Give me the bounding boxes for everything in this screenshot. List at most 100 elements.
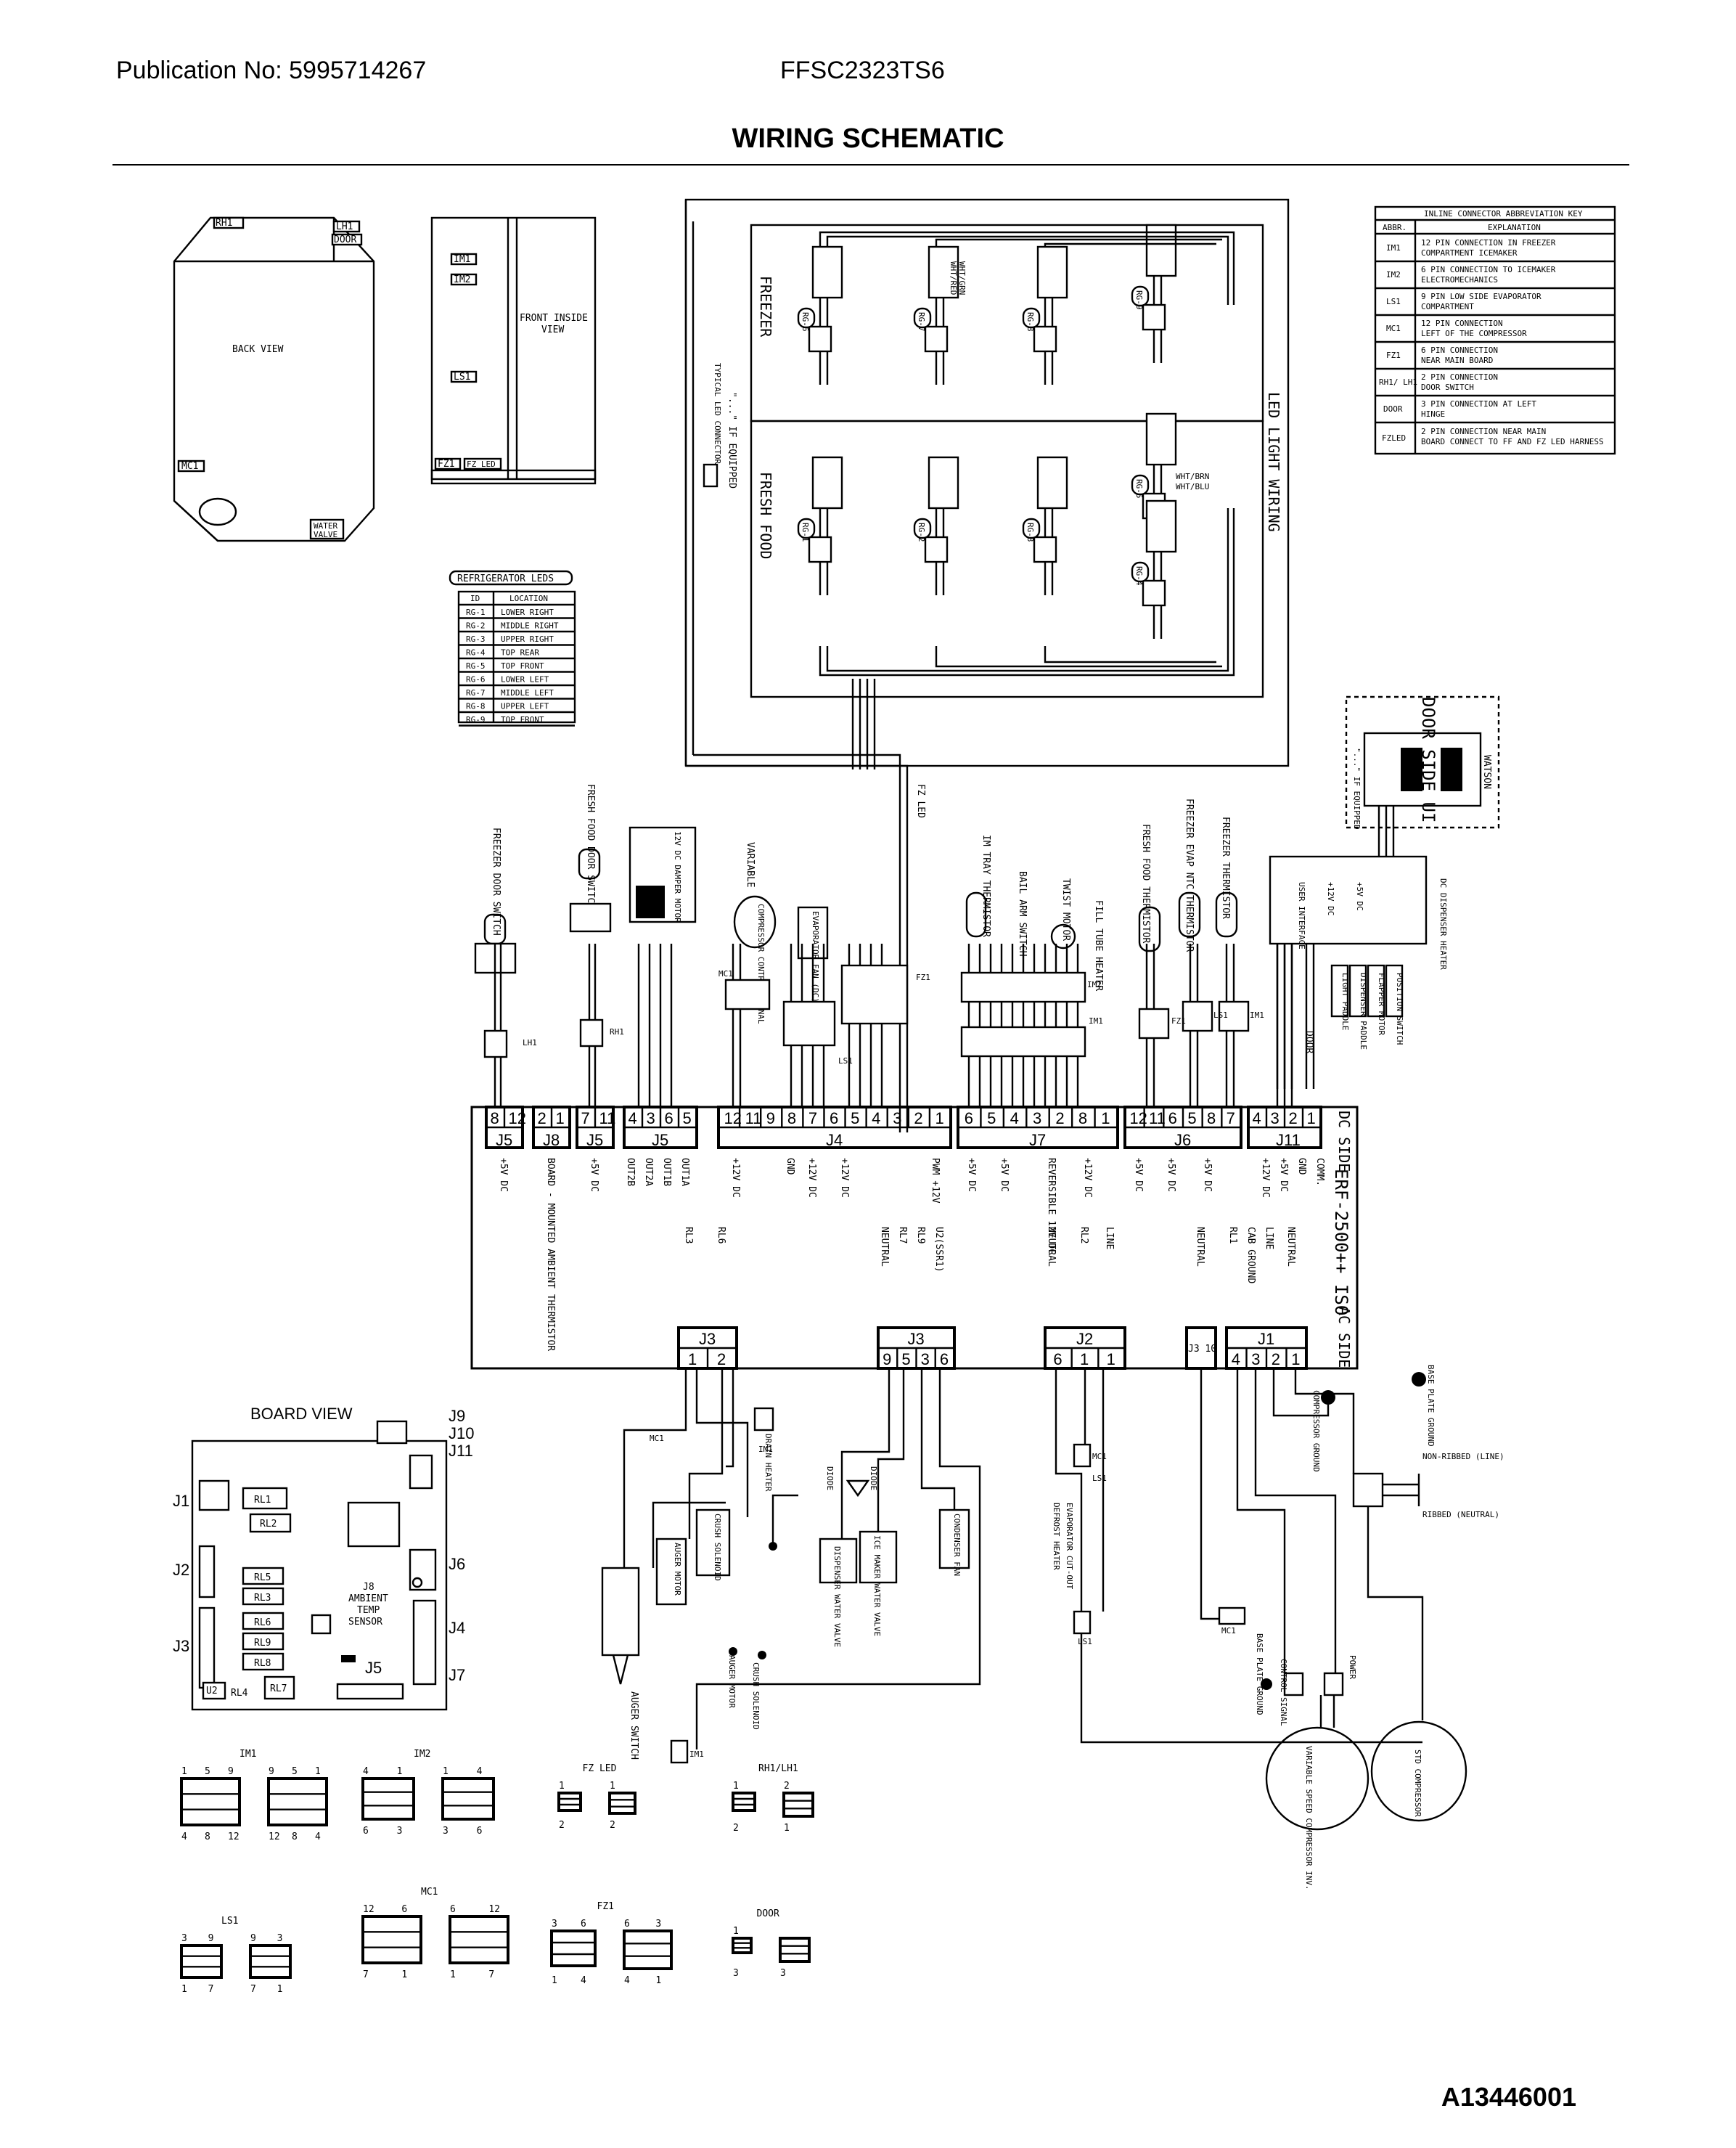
control-signal-label: CONTROL SIGNAL bbox=[1279, 1659, 1288, 1726]
inline-connector-lh1: LH1 bbox=[523, 1038, 537, 1048]
legend-pin-bottom: 7 bbox=[363, 1969, 369, 1980]
bail-arm-switch-label: BAIL ARM SWITCH bbox=[1017, 871, 1028, 956]
board-pin-label: OUT1A bbox=[679, 1158, 690, 1186]
board-name: ERF-2500++ ISO bbox=[1331, 1169, 1351, 1315]
board-pin: 3 bbox=[893, 1109, 901, 1127]
dc-dispenser-heater-label: DC DISPENSER HEATER bbox=[1438, 878, 1448, 970]
publication-number: Publication No: 5995714267 bbox=[116, 57, 427, 84]
legend-pin-bottom: 4 bbox=[581, 1975, 586, 1986]
typical-led-connector-note: TYPICAL LED CONNECTOR bbox=[713, 363, 722, 464]
legend-pin-top: 1 bbox=[315, 1766, 321, 1777]
auger-motor-note: AUGER MOTOR bbox=[727, 1655, 737, 1708]
board-ac-label: RL3 bbox=[683, 1227, 694, 1244]
board-header-j7: J7 bbox=[1029, 1131, 1046, 1149]
board-pin: 2 bbox=[538, 1109, 546, 1127]
bv-jack-j10: J10 bbox=[449, 1424, 474, 1442]
legend-pin-bottom: 7 bbox=[250, 1984, 256, 1995]
legend-pin-bottom: 12 bbox=[269, 1831, 280, 1842]
board-pin-label: OUT2B bbox=[625, 1158, 636, 1186]
led-row-id: RG-9 bbox=[466, 715, 486, 724]
legend-pin-bottom: 8 bbox=[205, 1831, 210, 1842]
freezer-thermistor-label: FREEZER THERMISTOR bbox=[1220, 817, 1231, 919]
board-header-j5b: J5 bbox=[586, 1131, 603, 1149]
bv-relay-rl1: RL1 bbox=[254, 1495, 271, 1506]
variable-speed-label: VARIABLE bbox=[745, 842, 756, 888]
led-row-id: RG-5 bbox=[466, 661, 486, 671]
board-ac-label: CAB GROUND bbox=[1245, 1227, 1256, 1283]
board-pin-label: +5V DC bbox=[498, 1158, 509, 1192]
top-components: FREEZER DOOR SWITCH FRESH FOOD DOOR SWIT… bbox=[474, 784, 1293, 1107]
legend-pin-top: 3 bbox=[655, 1919, 661, 1929]
board-pin: 4 bbox=[872, 1109, 880, 1127]
board-pin: 8 bbox=[1078, 1109, 1087, 1127]
board-pin: 4 bbox=[1010, 1109, 1019, 1127]
ui-label-light-paddle: LIGHT PADDLE bbox=[1340, 973, 1350, 1030]
board-ac-label: RL9 bbox=[915, 1227, 926, 1244]
board-pin: 3 bbox=[1271, 1109, 1280, 1127]
board-pin: 4 bbox=[1232, 1350, 1240, 1368]
legend-pin-top: 3 bbox=[552, 1919, 557, 1929]
bv-jack-j9: J9 bbox=[449, 1407, 465, 1425]
fill-tube-heater-label: FILL TUBE HEATER bbox=[1093, 900, 1104, 991]
abbrev-expl: 12 PIN CONNECTION IN FREEZER bbox=[1421, 238, 1556, 248]
led-row-id: RG-4 bbox=[466, 648, 486, 658]
bv-jack-j5: J5 bbox=[365, 1659, 382, 1677]
abbreviation-key-table: INLINE CONNECTOR ABBREVIATION KEY ABBR. … bbox=[1374, 205, 1616, 455]
bv-jack-j7: J7 bbox=[449, 1666, 465, 1684]
legend-connector-name: RH1/LH1 bbox=[758, 1763, 798, 1774]
board-pin: 5 bbox=[987, 1109, 996, 1127]
ui-label-5v: +5V DC bbox=[1355, 882, 1364, 911]
board-pin-label: +12V DC bbox=[730, 1158, 741, 1198]
inline-connector-im2: IM2 bbox=[1087, 980, 1102, 989]
board-pin: 5 bbox=[683, 1109, 692, 1127]
front-inside-view: IM1 IM2 LS1 FZ1 FZ LED FRONT INSIDE VIEW bbox=[430, 216, 597, 485]
led-row-location: UPPER LEFT bbox=[501, 702, 549, 711]
led-row-location: TOP FRONT bbox=[501, 661, 544, 671]
legend-pin-bottom: 3 bbox=[397, 1826, 403, 1837]
legend-connector-name: DOOR bbox=[757, 1908, 779, 1919]
ac-components: AUGER SWITCH AUGER MOTOR CRUSH SOLENOID … bbox=[601, 1365, 1504, 1890]
non-ribbed-label: NON-RIBBED (LINE) bbox=[1422, 1452, 1504, 1461]
crush-solenoid-note: CRUSH SOLENOID bbox=[751, 1662, 761, 1730]
abbrev-expl: 2 PIN CONNECTION bbox=[1421, 372, 1498, 382]
led-row-location: TOP REAR bbox=[501, 648, 539, 658]
legend-connector-name: FZ LED bbox=[583, 1763, 617, 1774]
board-pin-label: COMM. bbox=[1314, 1158, 1325, 1186]
legend-pin-top: 6 bbox=[581, 1919, 586, 1929]
board-pin: 4 bbox=[1253, 1109, 1261, 1127]
fresh-food-thermistor-label: FRESH FOOD THERMISTOR bbox=[1140, 824, 1151, 944]
board-pin: 1 bbox=[688, 1350, 697, 1368]
twist-motor-label: TWIST MOTOR bbox=[1060, 878, 1071, 941]
led-row-id: RG-2 bbox=[466, 621, 486, 631]
led-symbol-label: RG-7 bbox=[917, 312, 926, 332]
led-row-id: RG-7 bbox=[466, 688, 486, 698]
board-header-j1: J1 bbox=[1258, 1330, 1274, 1348]
legend-pin-top: 3 bbox=[277, 1933, 283, 1944]
drain-heater-label: DRAIN HEATER bbox=[763, 1434, 773, 1492]
legend-pin-top: 4 bbox=[477, 1766, 483, 1777]
abbrev-expl: ELECTROMECHANICS bbox=[1421, 275, 1498, 285]
ac-inline-im1: IM1 bbox=[689, 1749, 704, 1759]
led-row-location: UPPER RIGHT bbox=[501, 634, 554, 644]
abbrev-expl: COMPARTMENT bbox=[1421, 302, 1474, 311]
board-pin-label: +5V DC bbox=[966, 1158, 977, 1192]
board-ac-label: NEUTRAL bbox=[1046, 1227, 1057, 1267]
led-row-id: RG-1 bbox=[466, 608, 486, 617]
led-symbol-label: RG-6 bbox=[801, 312, 810, 332]
led-light-wiring: FREEZER FRESH FOOD LED LIGHT WIRING "...… bbox=[684, 198, 1290, 1132]
board-pin: 1 bbox=[1080, 1350, 1089, 1368]
board-ac-label: LINE bbox=[1264, 1227, 1274, 1249]
board-dc-side: DC SIDE bbox=[1335, 1111, 1353, 1172]
board-ac-label: NEUTRAL bbox=[879, 1227, 890, 1267]
board-pin: 2 bbox=[1289, 1109, 1298, 1127]
board-pin: 7 bbox=[808, 1109, 817, 1127]
board-pin: 6 bbox=[1168, 1109, 1177, 1127]
fz-led-label: FZ LED bbox=[915, 784, 926, 818]
board-pin-label: +5V DC bbox=[1278, 1158, 1289, 1192]
board-pin-label: OUT2A bbox=[643, 1158, 654, 1186]
inline-connector-im1-b: IM1 bbox=[1250, 1010, 1264, 1020]
board-pin: 1 bbox=[1101, 1109, 1110, 1127]
bv-jack-j4: J4 bbox=[449, 1619, 465, 1637]
bv-relay-rl2: RL2 bbox=[260, 1519, 277, 1530]
